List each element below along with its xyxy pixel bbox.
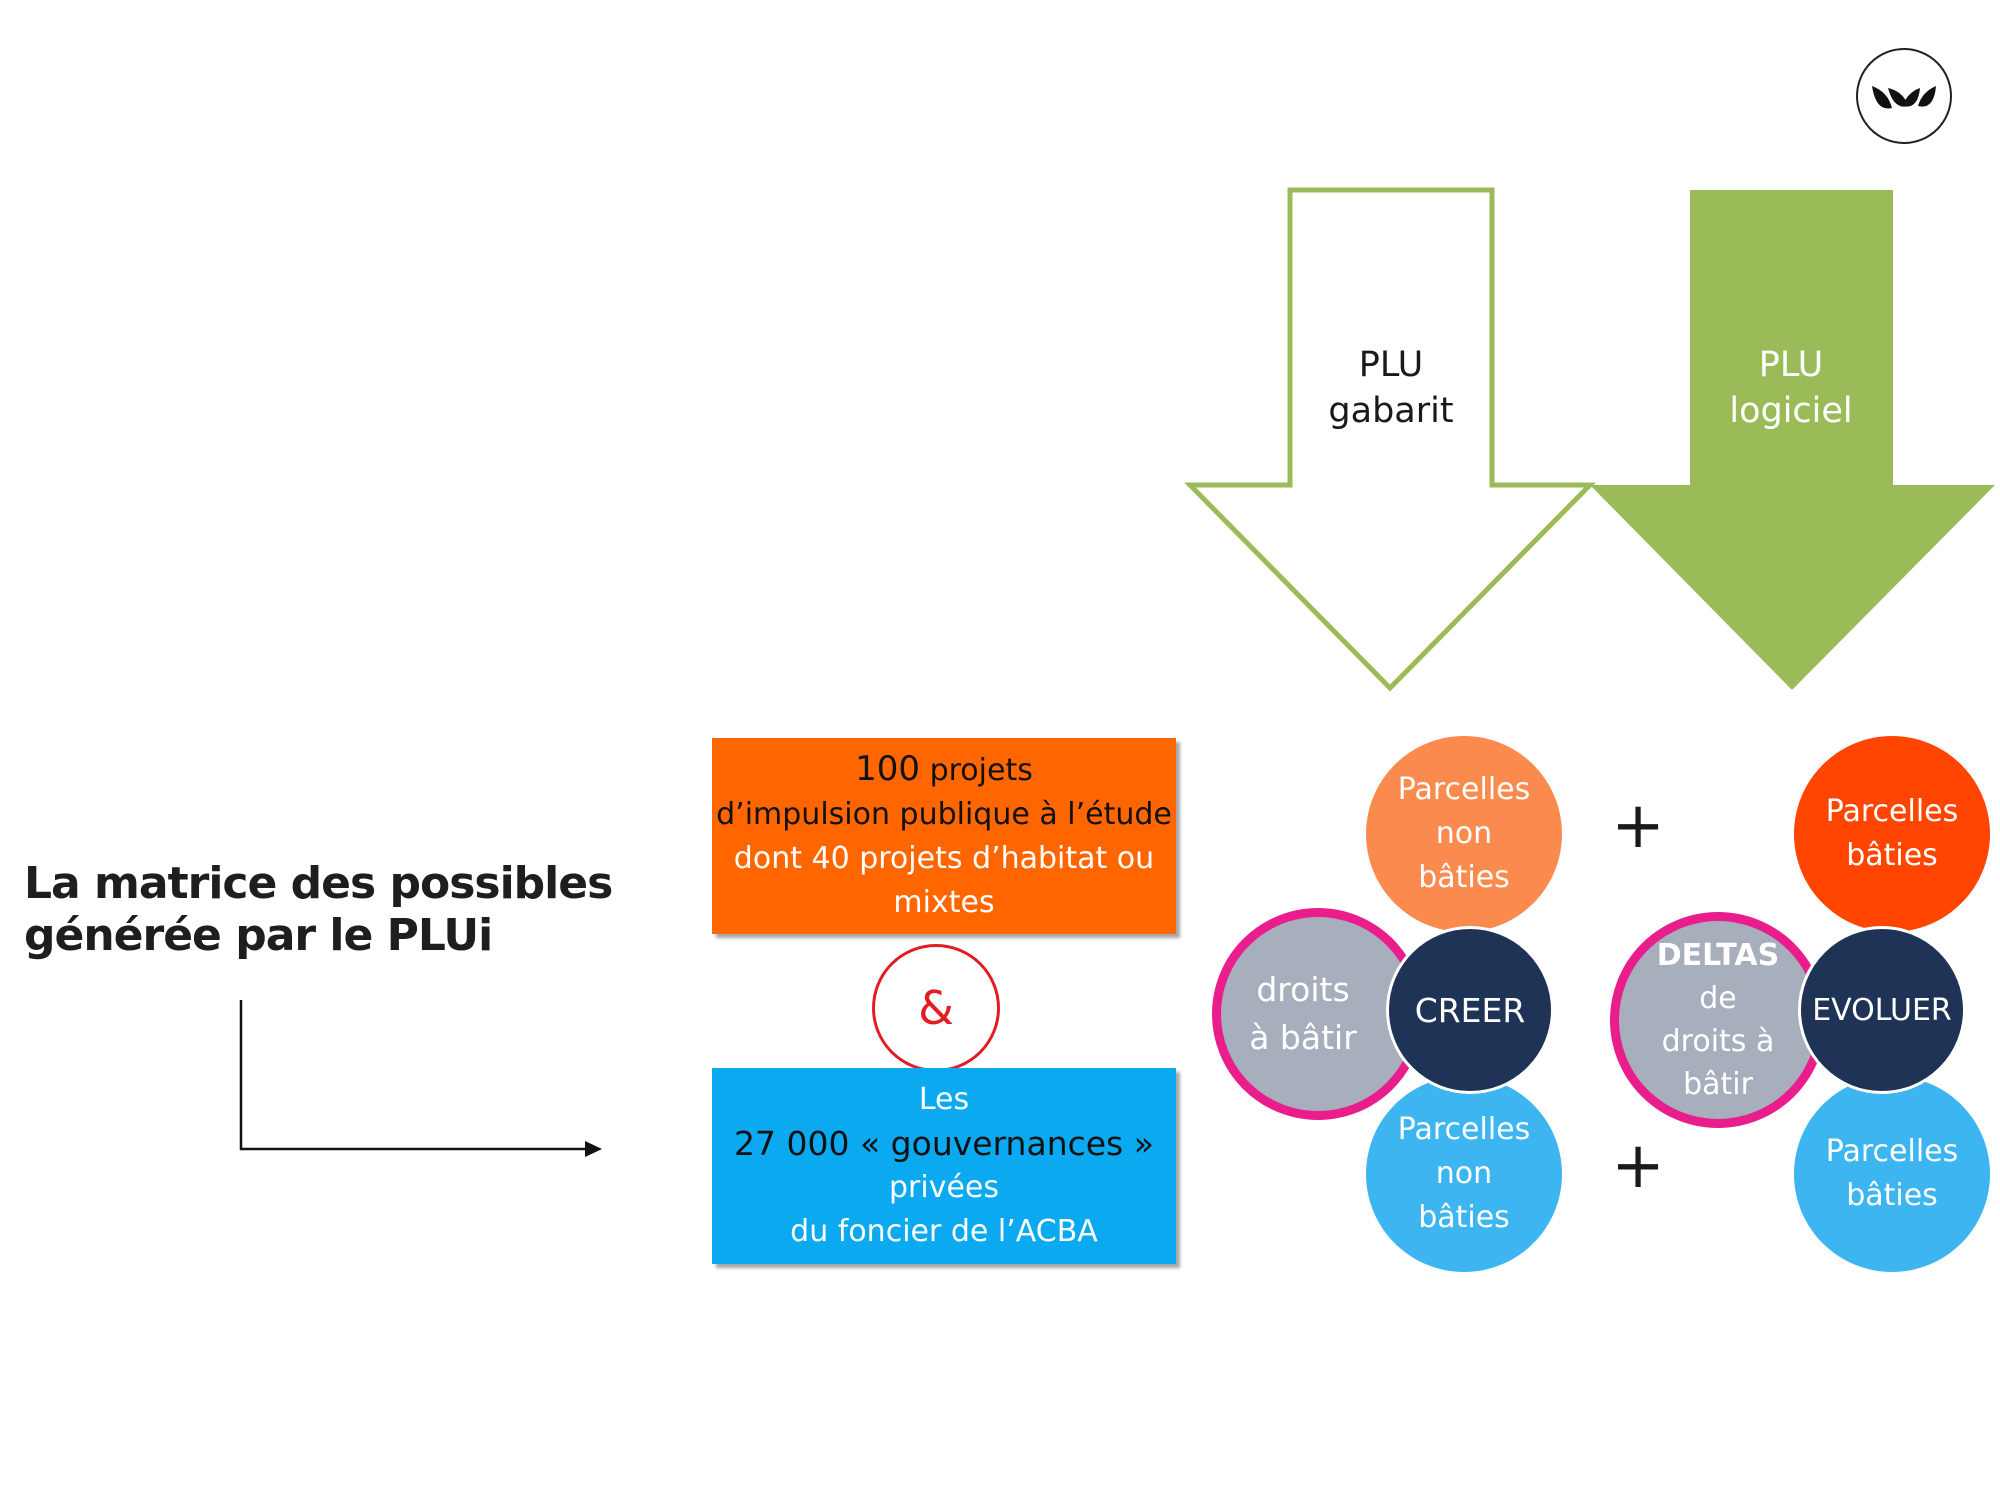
plu-gabarit-label-line-1: PLU [1358,345,1424,385]
creer-bottom-line-2: non [1435,1156,1493,1191]
evoluer-top-circle: Parcelles bâties [1794,736,1990,932]
public-projects-count: 100 [855,749,921,789]
evoluer-center-circle: EVOLUER [1798,926,1966,1094]
evoluer-center-label: EVOLUER [1812,992,1952,1028]
evoluer-bottom-line-2: bâties [1846,1178,1938,1213]
evoluer-left-line-3: droits à [1661,1024,1775,1059]
plu-logiciel-label-line-2: logiciel [1729,391,1853,431]
plu-logiciel-label-line-1: PLU [1758,345,1824,385]
creer-top-line-2: non [1435,816,1493,851]
brand-logo [1856,48,1952,144]
creer-top-circle: Parcelles non bâties [1366,736,1562,932]
plus-sign-bottom: + [1611,1129,1665,1203]
governance-line-1: Les [918,1082,970,1117]
plu-logiciel-label: PLU logiciel [1692,342,1890,434]
public-projects-line-1: 100 projets [855,747,1033,793]
heading-connector-line [239,1000,588,1151]
page-title-line-2: générée par le PLUi [24,910,493,961]
evoluer-bottom-circle: Parcelles bâties [1794,1076,1990,1272]
page-title: La matrice des possibles générée par le … [24,858,704,962]
evoluer-top-line-1: Parcelles [1825,794,1959,829]
governance-line-3: privées [888,1170,999,1205]
evoluer-bottom-line-1: Parcelles [1825,1134,1959,1169]
governance-line-4: du foncier de l’ACBA [790,1214,1098,1249]
evoluer-left-line-1: DELTAS [1656,938,1780,973]
creer-bottom-line-3: bâties [1418,1200,1510,1235]
plu-gabarit-label: PLU gabarit [1292,342,1490,434]
plu-gabarit-label-line-2: gabarit [1328,391,1454,431]
plu-gabarit-arrow [1184,187,1596,692]
evoluer-top-line-2: bâties [1846,838,1938,873]
evoluer-left-circle: DELTAS de droits à bâtir [1610,912,1826,1128]
creer-left-line-2: à bâtir [1249,1018,1357,1057]
creer-bottom-circle: Parcelles non bâties [1366,1076,1562,1272]
creer-top-line-1: Parcelles [1397,772,1531,807]
ampersand-connector: & [872,944,1000,1072]
page-title-line-1: La matrice des possibles [24,858,613,909]
public-projects-box: 100 projets d’impulsion publique à l’étu… [712,738,1176,934]
creer-center-label: CREER [1414,990,1526,1030]
plus-sign-top: + [1611,789,1665,863]
evoluer-left-line-2: de [1699,981,1737,1016]
leaf-logo-icon [1872,86,1936,109]
public-projects-line-4: mixtes [893,885,995,920]
private-governance-box: Les 27 000 « gouvernances » privées du f… [712,1068,1176,1264]
public-projects-count-label: projets [920,753,1033,788]
public-projects-line-2: d’impulsion publique à l’étude [716,797,1172,832]
evoluer-left-line-4: bâtir [1683,1067,1753,1102]
governance-line-2: 27 000 « gouvernances » [734,1124,1154,1163]
creer-top-line-3: bâties [1418,860,1510,895]
creer-bottom-line-1: Parcelles [1397,1112,1531,1147]
plu-logiciel-arrow [1590,190,1995,690]
connector-arrowhead [585,1141,602,1157]
creer-left-line-1: droits [1256,970,1350,1009]
creer-center-circle: CREER [1386,926,1554,1094]
public-projects-line-3: dont 40 projets d’habitat ou [733,841,1155,876]
